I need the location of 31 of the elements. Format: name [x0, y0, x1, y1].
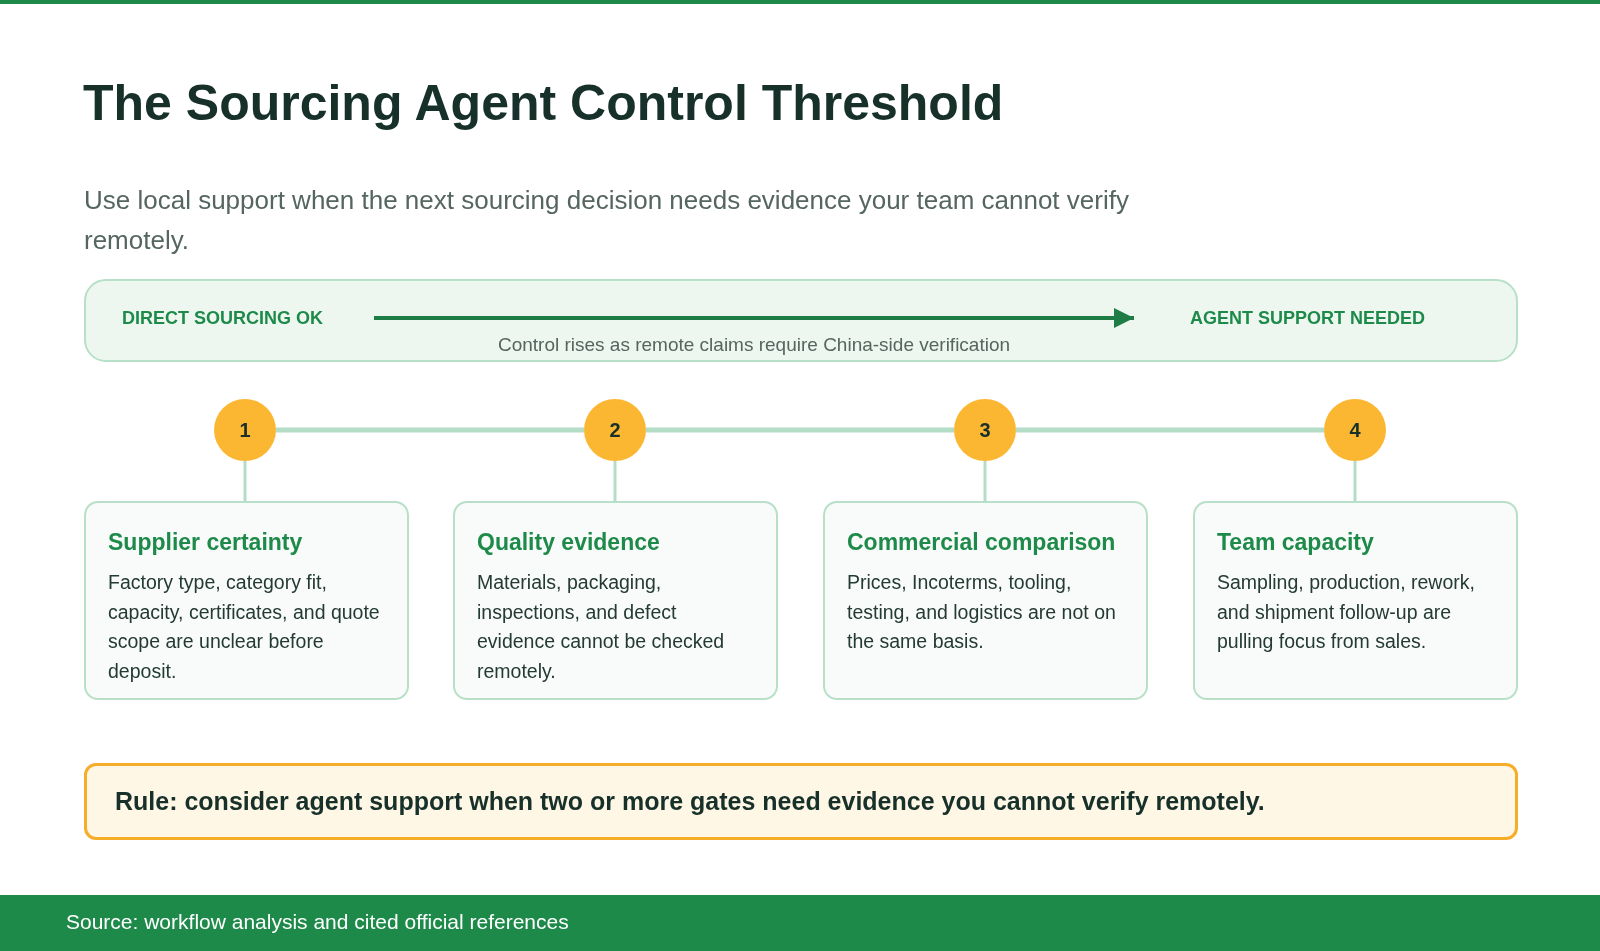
- gate-card: [84, 501, 409, 700]
- connector-line: [276, 427, 584, 433]
- step-circle: 2: [584, 399, 646, 461]
- card-heading: Supplier certainty: [108, 529, 304, 556]
- subtitle: Use local support when the next sourcing decision needs evidence your team cannot verify remotely.: [84, 184, 1130, 257]
- connector-line: [243, 461, 247, 501]
- gate-card: [453, 501, 778, 700]
- connector-line: [646, 427, 954, 433]
- scale-end-label: AGENT SUPPORT NEEDED: [1190, 305, 1452, 331]
- connector-line: [1016, 427, 1324, 433]
- card-text: Materials, packaging, inspections, and defect evidence cannot be checked remotely.: [477, 570, 726, 684]
- connector-line: [613, 461, 617, 501]
- arrow: [374, 308, 1134, 328]
- rule-banner: Rule: consider agent support when two or more gates need evidence you cannot verify remotely.: [84, 763, 1518, 840]
- gate-card: [823, 501, 1148, 700]
- connector-line: [1353, 461, 1357, 501]
- step-circle: 1: [214, 399, 276, 461]
- threshold-band: [84, 279, 1518, 362]
- step-circle: 3: [954, 399, 1016, 461]
- card-text: Prices, Incoterms, tooling, testing, and logistics are not on the same basis.: [847, 570, 1117, 654]
- connector-line: [983, 461, 987, 501]
- card-text: Sampling, production, rework, and shipment follow-up are pulling focus from sales.: [1217, 570, 1476, 654]
- step-circle: 4: [1324, 399, 1386, 461]
- page-title: The Sourcing Agent Control Threshold: [83, 74, 1004, 132]
- source-note: Source: workflow analysis and cited official references: [66, 910, 569, 934]
- card-text: Factory type, category fit, capacity, certificates, and quote scope are unclear before deposit.: [108, 570, 381, 684]
- card-heading: Commercial comparison: [847, 529, 1117, 556]
- gate-card: [1193, 501, 1518, 700]
- card-heading: Quality evidence: [477, 529, 661, 556]
- scale-end-label: DIRECT SOURCING OK: [122, 305, 352, 331]
- card-heading: Team capacity: [1217, 529, 1375, 556]
